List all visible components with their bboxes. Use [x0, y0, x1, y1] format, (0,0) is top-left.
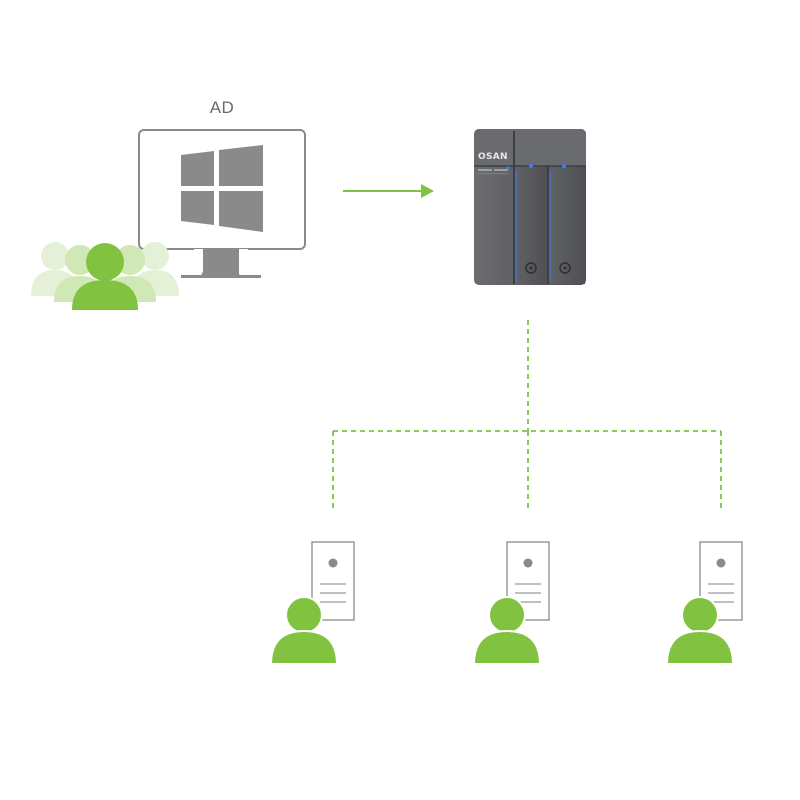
- client-user-icon: [665, 596, 735, 665]
- user-group-icon: [31, 242, 179, 310]
- client-workstation-3: [665, 541, 743, 665]
- windows-logo-icon: [181, 145, 263, 232]
- nas-brand-label: OSAN: [478, 152, 508, 162]
- network-connections: [332, 320, 722, 512]
- ad-label: AD: [209, 98, 235, 117]
- client-workstation-2: [472, 541, 550, 665]
- client-user-icon: [269, 596, 339, 665]
- nas-storage-icon: OSAN: [474, 129, 586, 285]
- sync-arrow: [343, 184, 434, 198]
- client-workstation-1: [269, 541, 355, 665]
- ad-monitor-icon: [138, 129, 306, 278]
- client-user-icon: [472, 596, 542, 665]
